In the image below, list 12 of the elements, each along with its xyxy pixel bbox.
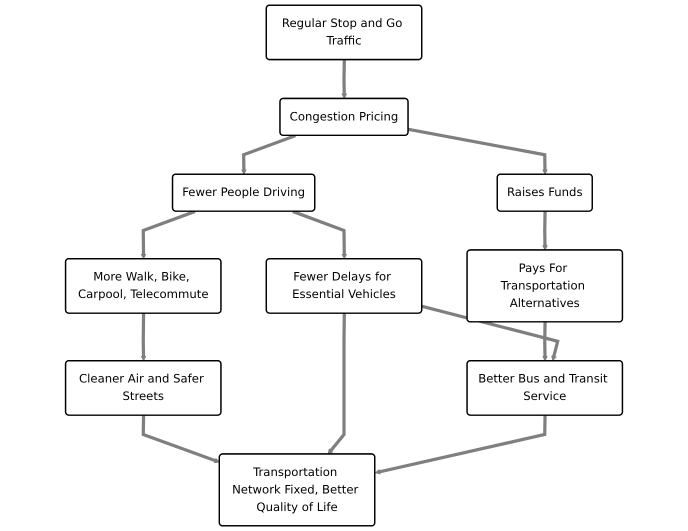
arrow — [140, 313, 146, 362]
arrow — [142, 415, 220, 464]
arrow — [542, 211, 548, 251]
arrow — [408, 128, 548, 175]
arrow — [328, 313, 346, 455]
arrow — [241, 134, 296, 175]
arrow — [292, 210, 348, 260]
arrow — [542, 322, 548, 362]
arrow — [422, 304, 560, 362]
arrow — [374, 415, 547, 474]
arrow — [140, 210, 196, 260]
arrow — [341, 60, 348, 99]
